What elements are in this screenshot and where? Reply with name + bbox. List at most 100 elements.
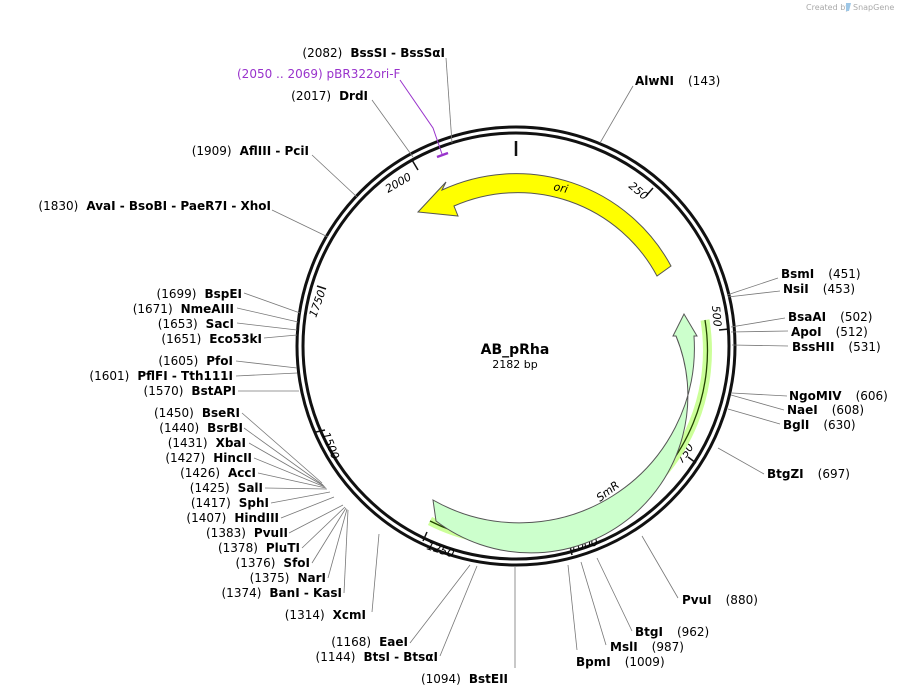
site-leader bbox=[596, 557, 633, 632]
sites-left: (2082)BssSI - BssSαI (2017)DrdI (1909)Af… bbox=[38, 46, 516, 686]
site-leader bbox=[371, 99, 414, 158]
site-label[interactable]: BtgZI(697) bbox=[767, 467, 850, 481]
credit-prefix: Created by bbox=[806, 3, 850, 12]
site-label[interactable]: AlwNI(143) bbox=[635, 74, 720, 88]
site-label[interactable]: (2017)DrdI bbox=[291, 89, 368, 103]
site-label[interactable]: (1426)AccI bbox=[180, 466, 256, 480]
smr-highlight bbox=[427, 319, 712, 547]
site-leader bbox=[730, 330, 789, 333]
feature-smr[interactable]: SmR bbox=[427, 312, 712, 554]
site-leader bbox=[271, 209, 329, 238]
site-label[interactable]: (1570)BstAPI bbox=[144, 384, 236, 398]
site-leader bbox=[236, 322, 298, 331]
site-label[interactable]: NsiI(453) bbox=[783, 282, 855, 296]
site-label[interactable]: (1699)BspEI bbox=[157, 287, 242, 301]
smr-strand-line bbox=[429, 319, 709, 543]
tick-mark bbox=[687, 456, 697, 464]
credit: Created by SnapGene bbox=[806, 3, 894, 12]
backbone bbox=[295, 125, 737, 567]
site-label[interactable]: MslI(987) bbox=[610, 640, 684, 654]
site-label[interactable]: (1378)PluTI bbox=[218, 541, 300, 555]
site-label[interactable]: (1375)NarI bbox=[250, 571, 326, 585]
site-leader bbox=[301, 506, 346, 549]
plasmid-name: AB_pRha bbox=[481, 342, 550, 358]
site-leader bbox=[235, 372, 298, 377]
site-leader bbox=[641, 535, 679, 599]
site-leader bbox=[243, 427, 324, 486]
site-leader bbox=[731, 344, 789, 347]
tick-mark bbox=[422, 531, 428, 542]
site-label[interactable]: (1653)SacI bbox=[158, 317, 234, 331]
site-leader bbox=[235, 360, 298, 369]
tick-mark bbox=[315, 429, 326, 433]
site-leader bbox=[445, 57, 453, 144]
site-label[interactable]: (1671)NmeAIII bbox=[133, 302, 234, 316]
site-label[interactable]: BssHII(531) bbox=[792, 340, 881, 354]
ori-arrow[interactable] bbox=[416, 173, 672, 277]
site-label[interactable]: NgoMIV(606) bbox=[789, 389, 888, 403]
site-leader bbox=[580, 561, 607, 646]
site-leader bbox=[270, 491, 331, 504]
site-label[interactable]: (1450)BseRI bbox=[154, 406, 240, 420]
site-label[interactable]: (2082)BssSI - BssSαI bbox=[302, 46, 445, 60]
primer-pbr322ori-f[interactable]: (2050 .. 2069) pBR322ori-F bbox=[237, 67, 449, 159]
backbone-inner bbox=[301, 131, 731, 561]
site-leader bbox=[731, 392, 788, 397]
site-leader bbox=[311, 507, 347, 564]
site-label[interactable]: (1376)SfoI bbox=[236, 556, 310, 570]
site-label[interactable]: PvuI(880) bbox=[682, 593, 758, 607]
site-label[interactable]: (1431)XbaI bbox=[168, 436, 246, 450]
site-label[interactable]: (1830)AvaI - BsoBI - PaeR7I - XhoI bbox=[38, 199, 271, 213]
site-label[interactable]: (1417)SphI bbox=[191, 496, 269, 510]
site-leader bbox=[248, 442, 325, 487]
smr-arrow[interactable] bbox=[432, 312, 698, 554]
site-leader bbox=[726, 277, 779, 296]
feature-ori[interactable]: ori bbox=[416, 173, 672, 277]
site-label[interactable]: (1374)BanI - KasI bbox=[222, 586, 343, 600]
primer-leader bbox=[399, 79, 443, 155]
tick-mark bbox=[645, 187, 654, 197]
site-label[interactable]: (1651)Eco53kI bbox=[161, 332, 262, 346]
primer-mark[interactable] bbox=[436, 151, 449, 159]
site-leader bbox=[311, 154, 358, 198]
site-label[interactable]: (1314)XcmI bbox=[285, 608, 366, 622]
site-label[interactable]: BpmI(1009) bbox=[576, 655, 665, 669]
site-label[interactable]: (1601)PflFI - Tth111I bbox=[89, 369, 233, 383]
site-leader bbox=[730, 317, 786, 328]
site-leader bbox=[243, 292, 301, 314]
site-leader bbox=[343, 509, 349, 594]
site-label[interactable]: NaeI(608) bbox=[787, 403, 864, 417]
primer-label: (2050 .. 2069) pBR322ori-F bbox=[237, 67, 401, 81]
site-leader bbox=[236, 307, 299, 323]
site-label[interactable]: (1605)PfoI bbox=[158, 354, 233, 368]
site-label[interactable]: (1909)AflIII - PciI bbox=[192, 144, 309, 158]
site-leader bbox=[439, 565, 478, 657]
tick-mark bbox=[718, 328, 730, 331]
site-label[interactable]: BglI(630) bbox=[783, 418, 856, 432]
site-label[interactable]: (1168)EaeI bbox=[331, 635, 408, 649]
tick-label: 250 bbox=[626, 179, 650, 202]
site-leader bbox=[567, 564, 578, 651]
site-label[interactable]: (1094)BstEII bbox=[421, 672, 508, 686]
site-leader bbox=[371, 533, 380, 613]
site-label[interactable]: (1144)BtsI - BtsαI bbox=[316, 650, 438, 664]
site-label[interactable]: BsmI(451) bbox=[781, 267, 861, 281]
site-label[interactable]: BtgI(962) bbox=[635, 625, 709, 639]
site-leader bbox=[253, 457, 326, 488]
site-leader bbox=[599, 85, 634, 144]
site-leader bbox=[409, 564, 471, 644]
site-leader bbox=[327, 508, 348, 579]
site-leader bbox=[727, 290, 781, 298]
site-label[interactable]: (1383)PvuII bbox=[206, 526, 288, 540]
site-label[interactable]: (1427)HincII bbox=[165, 451, 252, 465]
site-leader bbox=[263, 334, 298, 339]
site-label[interactable]: BsaAI(502) bbox=[788, 310, 872, 324]
site-label[interactable]: (1425)SalI bbox=[190, 481, 263, 495]
site-label[interactable]: (1407)HindIII bbox=[186, 511, 279, 525]
site-leader bbox=[727, 408, 781, 425]
site-label[interactable]: (1440)BsrBI bbox=[159, 421, 243, 435]
site-leader bbox=[257, 472, 327, 489]
site-label[interactable]: ApoI(512) bbox=[791, 325, 868, 339]
snapgene-logo-icon bbox=[846, 3, 851, 11]
